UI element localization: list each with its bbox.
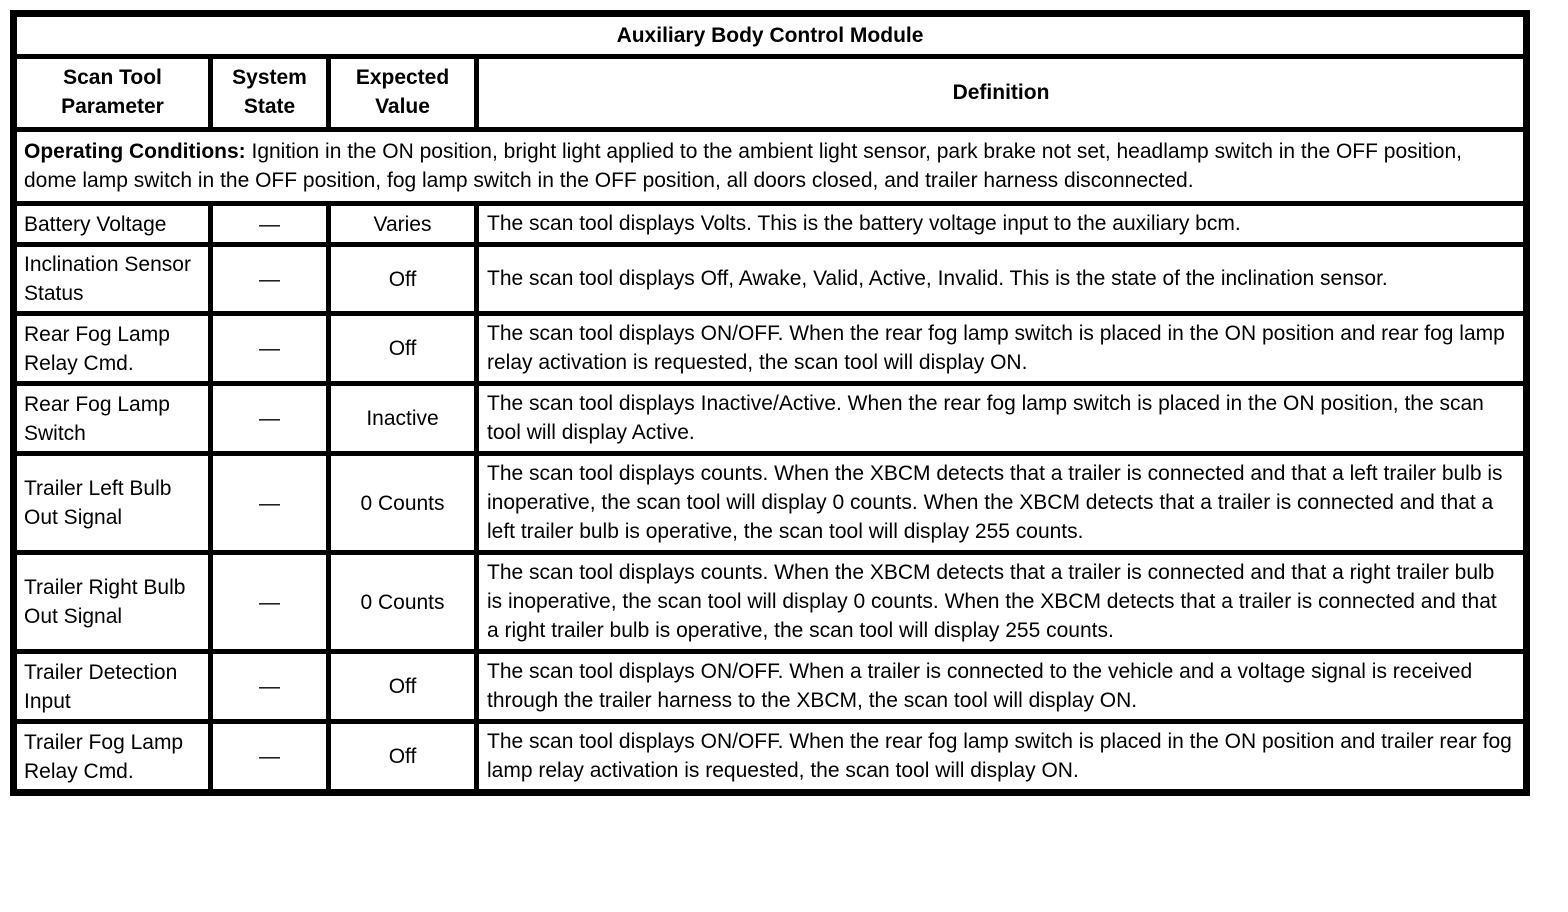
expected-value-cell: 0 Counts [326, 550, 479, 654]
table-row: Battery Voltage — Varies The scan tool d… [11, 201, 1529, 247]
parameter-cell: Trailer Left Bulb Out Signal [11, 451, 213, 555]
system-state-cell: — [208, 201, 331, 247]
parameter-cell: Battery Voltage [11, 201, 213, 247]
operating-conditions-label: Operating Conditions: [24, 140, 246, 163]
table-row: Trailer Detection Input — Off The scan t… [11, 649, 1529, 724]
column-header-expected-value: Expected Value [326, 54, 479, 132]
table-row: Rear Fog Lamp Switch — Inactive The scan… [11, 381, 1529, 456]
expected-value-cell: 0 Counts [326, 451, 479, 555]
table-row: Trailer Left Bulb Out Signal — 0 Counts … [11, 451, 1529, 555]
column-header-definition: Definition [474, 54, 1529, 132]
parameter-cell: Rear Fog Lamp Relay Cmd. [11, 311, 213, 386]
parameter-cell: Inclination Sensor Status [11, 242, 213, 316]
expected-value-cell: Off [326, 311, 479, 386]
definition-cell: The scan tool displays ON/OFF. When the … [474, 719, 1529, 795]
table-title-row: Auxiliary Body Control Module [11, 11, 1529, 59]
definition-cell: The scan tool displays ON/OFF. When the … [474, 311, 1529, 386]
definition-cell: The scan tool displays counts. When the … [474, 451, 1529, 555]
expected-value-cell: Off [326, 242, 479, 316]
table-header-row: Scan Tool Parameter System State Expecte… [11, 54, 1529, 132]
system-state-cell: — [208, 550, 331, 654]
definition-cell: The scan tool displays counts. When the … [474, 550, 1529, 654]
system-state-cell: — [208, 451, 331, 555]
table-title: Auxiliary Body Control Module [11, 11, 1529, 59]
parameter-cell: Trailer Fog Lamp Relay Cmd. [11, 719, 213, 795]
expected-value-cell: Off [326, 719, 479, 795]
column-header-scan-tool-parameter: Scan Tool Parameter [11, 54, 213, 132]
scan-tool-data-table: Auxiliary Body Control Module Scan Tool … [10, 10, 1530, 796]
table-row: Trailer Fog Lamp Relay Cmd. — Off The sc… [11, 719, 1529, 795]
table-row: Trailer Right Bulb Out Signal — 0 Counts… [11, 550, 1529, 654]
system-state-cell: — [208, 719, 331, 795]
parameter-cell: Trailer Detection Input [11, 649, 213, 724]
operating-conditions-text: Ignition in the ON position, bright ligh… [24, 140, 1462, 192]
system-state-cell: — [208, 311, 331, 386]
definition-cell: The scan tool displays Inactive/Active. … [474, 381, 1529, 456]
system-state-cell: — [208, 242, 331, 316]
definition-cell: The scan tool displays ON/OFF. When a tr… [474, 649, 1529, 724]
definition-cell: The scan tool displays Volts. This is th… [474, 201, 1529, 247]
expected-value-cell: Off [326, 649, 479, 724]
expected-value-cell: Inactive [326, 381, 479, 456]
operating-conditions-cell: Operating Conditions: Ignition in the ON… [11, 127, 1529, 206]
system-state-cell: — [208, 381, 331, 456]
parameter-cell: Trailer Right Bulb Out Signal [11, 550, 213, 654]
system-state-cell: — [208, 649, 331, 724]
column-header-system-state: System State [208, 54, 331, 132]
parameter-cell: Rear Fog Lamp Switch [11, 381, 213, 456]
expected-value-cell: Varies [326, 201, 479, 247]
table-row: Inclination Sensor Status — Off The scan… [11, 242, 1529, 316]
definition-cell: The scan tool displays Off, Awake, Valid… [474, 242, 1529, 316]
operating-conditions-row: Operating Conditions: Ignition in the ON… [11, 127, 1529, 206]
table-row: Rear Fog Lamp Relay Cmd. — Off The scan … [11, 311, 1529, 386]
